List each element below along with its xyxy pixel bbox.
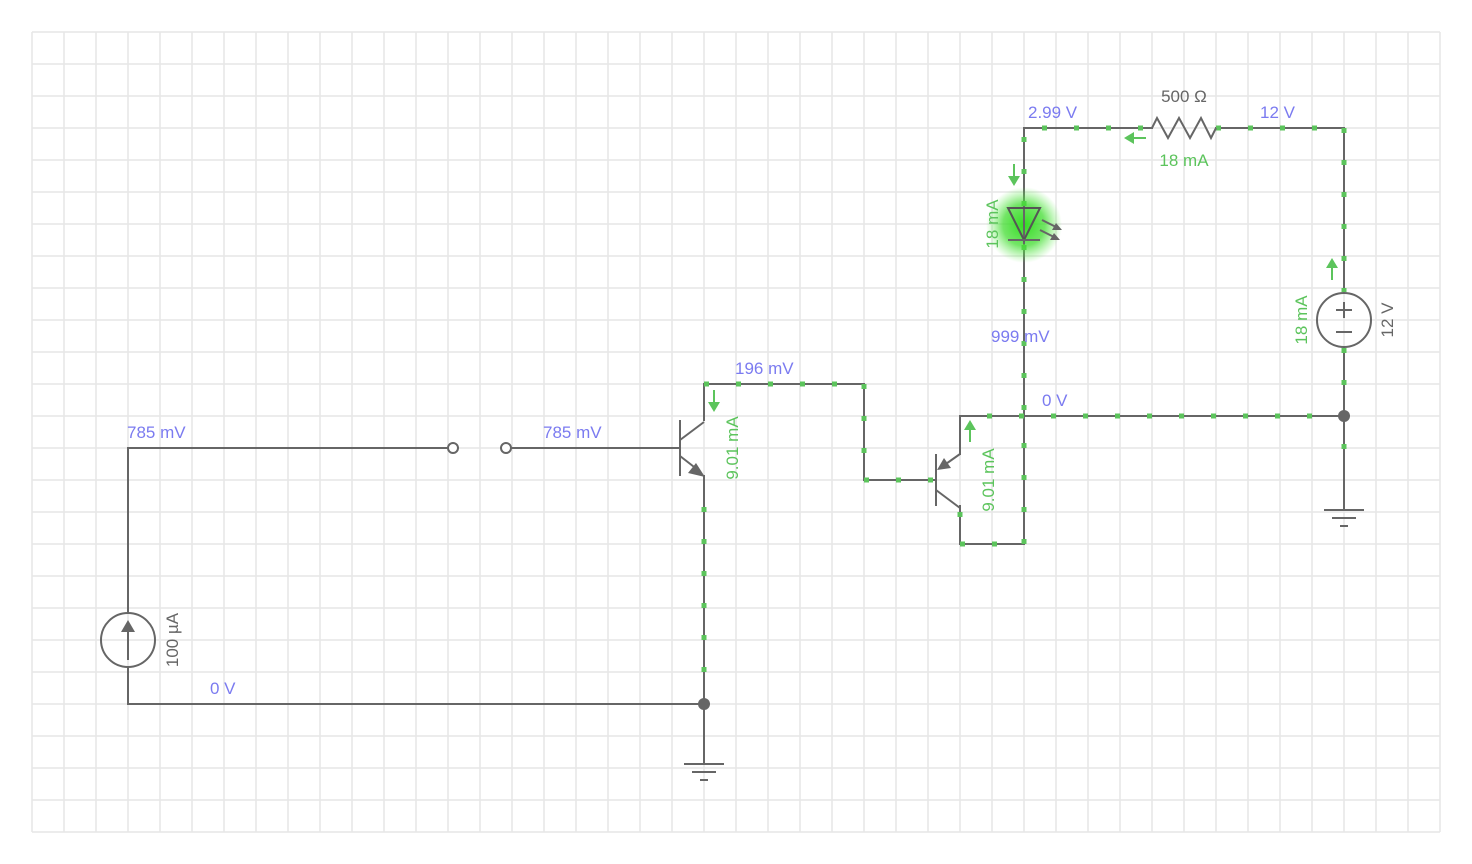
current-source-value: 100 µA (163, 612, 182, 667)
voltage-label-left-top: 785 mV (127, 423, 186, 442)
grid (31, 31, 1441, 833)
current-arrow-q1 (708, 390, 720, 412)
current-label-led: 18 mA (983, 199, 1002, 249)
wire-left-top[interactable] (127, 447, 449, 613)
voltage-label-led-top: 2.99 V (1028, 103, 1078, 122)
voltage-label-q1-collector: 196 mV (735, 359, 794, 378)
ground-icon[interactable] (684, 763, 724, 781)
current-source-icon[interactable] (100, 612, 156, 668)
current-arrow-led (1008, 164, 1020, 186)
led-icon[interactable] (986, 187, 1062, 263)
current-label-resistor: 18 mA (1159, 151, 1209, 170)
current-label-supply: 18 mA (1292, 295, 1311, 345)
resistor-icon[interactable] (1151, 115, 1217, 141)
junction-dot (1338, 410, 1350, 422)
voltage-label-q2-emitter: 0 V (1042, 391, 1068, 410)
current-arrow-resistor (1124, 132, 1146, 144)
current-label-q2: 9.01 mA (979, 448, 998, 512)
pnp-transistor-icon[interactable] (935, 453, 961, 509)
open-switch-icon[interactable] (447, 442, 512, 454)
voltage-source-value: 12 V (1378, 302, 1397, 338)
current-label-q1: 9.01 mA (723, 416, 742, 480)
resistor-value: 500 Ω (1161, 87, 1207, 106)
voltage-label-supply-top: 12 V (1260, 103, 1296, 122)
ground-icon[interactable] (1324, 509, 1364, 527)
voltage-label-switch-right: 785 mV (543, 423, 602, 442)
wire-left-bottom[interactable] (127, 667, 705, 705)
voltage-source-icon[interactable] (1316, 292, 1372, 348)
junction-dot (698, 698, 710, 710)
current-arrow-q2 (964, 420, 976, 442)
npn-transistor-icon[interactable] (679, 420, 705, 477)
current-arrow-supply (1326, 258, 1338, 280)
current-flow (701, 125, 1347, 704)
voltage-label-left-bottom: 0 V (210, 679, 236, 698)
voltage-label-led-bottom: 999 mV (991, 327, 1050, 346)
